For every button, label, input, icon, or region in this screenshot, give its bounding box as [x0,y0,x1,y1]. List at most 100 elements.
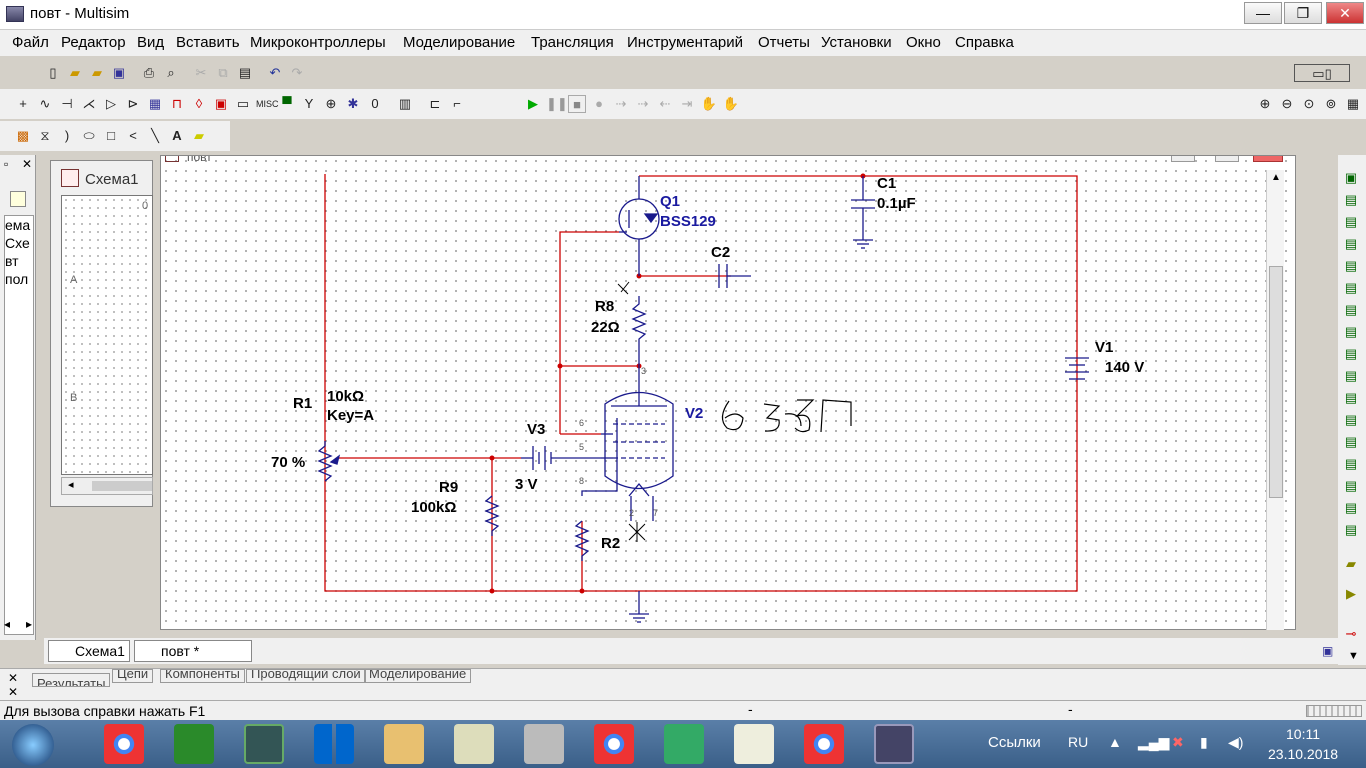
clock-date[interactable]: 23.10.2018 [1268,746,1339,762]
minimize-button[interactable]: — [1244,2,1282,24]
menu-edit[interactable]: Редактор [61,34,126,51]
basic-component-icon[interactable]: ∿ [39,96,51,111]
close-button[interactable]: ✕ [1326,2,1364,24]
tab-nets[interactable]: Цепи [112,669,154,683]
bode-plotter-icon[interactable]: ▤ [1344,280,1358,295]
zoom-in-icon[interactable]: ⊕ [1259,96,1271,111]
wattmeter-icon[interactable]: ▤ [1344,214,1358,229]
tab-results[interactable]: Результаты [32,673,111,687]
source-component-icon[interactable]: + [19,96,27,111]
wire-icon[interactable]: ⌐ [453,96,461,111]
clock-time[interactable]: 10:11 [1286,726,1320,742]
measurement-probe-icon[interactable]: ▰ [1346,556,1356,571]
volume-icon[interactable]: ◀) [1228,734,1244,750]
network-warning-icon[interactable]: ✖ [1172,734,1184,750]
undo-icon[interactable]: ↶ [269,65,281,80]
copy-icon[interactable]: ⧉ [218,65,228,80]
tab-copper-layers[interactable]: Проводящий слой [246,669,366,683]
cmos-component-icon[interactable]: ▦ [148,96,162,111]
tab-povt[interactable]: повт * [134,640,252,662]
function-generator-icon[interactable]: ▤ [1344,192,1358,207]
menu-transfer[interactable]: Трансляция [531,34,614,51]
transistor-component-icon[interactable]: ⋌ [82,96,96,111]
run-simulation-icon[interactable]: ▶ [528,96,538,111]
indicator-component-icon[interactable]: ▣ [214,96,228,111]
zoom-fit-icon[interactable]: ⊚ [1325,96,1337,111]
schematic-canvas[interactable]: повт [160,155,1296,630]
schematic1-title[interactable]: Схема1 [85,171,139,188]
toggle-breakpoint-icon[interactable]: ✋ [700,96,718,111]
stop-simulation-icon[interactable]: ■ [568,95,586,113]
amd-icon[interactable] [174,724,214,764]
menu-insert[interactable]: Вставить [176,34,240,51]
paste-icon[interactable]: ▤ [238,65,252,80]
maximize-button[interactable]: ❐ [1284,2,1322,24]
horizontal-scrollbar-thumb[interactable] [92,481,152,491]
ttl-component-icon[interactable]: ⊳ [127,96,139,111]
line-icon[interactable]: ╲ [151,128,159,143]
polygon-icon[interactable]: ⧖ [40,128,50,143]
picture-icon[interactable]: ▩ [16,128,30,143]
menu-simulate[interactable]: Моделирование [403,34,516,51]
open-samples-icon[interactable]: ▰ [92,65,102,80]
oscilloscope-icon[interactable]: ▤ [1344,236,1358,251]
hierarchical-block-icon[interactable]: ▥ [398,96,412,111]
distortion-analyzer-icon[interactable]: ▤ [1344,412,1358,427]
mcu-component-icon[interactable]: ⊓ [171,96,183,111]
sheet-minimize-button[interactable] [1171,156,1195,162]
menu-window[interactable]: Окно [906,34,941,51]
zoom-area-icon[interactable]: ⊙ [1303,96,1315,111]
arc-icon[interactable]: ) [64,128,70,143]
network-icon[interactable]: ▂▄▆ [1138,734,1170,750]
text-icon[interactable]: A [172,128,182,143]
spreadsheet-pin-icon[interactable]: ✕ [8,685,19,699]
scroll-right-icon[interactable]: ▸ [26,617,33,631]
comment-icon[interactable]: ▰ [194,128,204,143]
full-screen-icon[interactable]: ▦ [1346,96,1360,111]
network-analyzer-icon[interactable]: ▤ [1344,456,1358,471]
rf-component-icon[interactable]: Y [304,96,314,111]
cpu-monitor-icon[interactable] [244,724,284,764]
open-folder-icon[interactable]: ▰ [70,65,80,80]
remove-breakpoints-icon[interactable]: ✋ [722,96,740,111]
view-toggle-icon[interactable]: ▭▯ [1294,64,1350,82]
menu-view[interactable]: Вид [137,34,165,51]
chrome-icon[interactable] [104,724,144,764]
diode-component-icon[interactable]: ⊣ [61,96,73,111]
advanced-peripherals-icon[interactable]: ▀ [282,96,292,111]
iv-analyzer-icon[interactable]: ▤ [1344,390,1358,405]
power-component-icon[interactable]: ▭ [236,96,250,111]
start-button[interactable] [12,724,54,766]
run-to-cursor-icon[interactable]: ⇥ [681,96,693,111]
agilent-multimeter-icon[interactable]: ▤ [1344,500,1358,515]
scroll-left-icon[interactable]: ◂ [4,617,11,631]
current-probe-icon[interactable]: ⊸ [1345,626,1357,641]
spectrum-analyzer-icon[interactable]: ▤ [1344,434,1358,449]
scroll-down-icon[interactable]: ▼ [1348,650,1359,662]
sheet-maximize-button[interactable] [1215,156,1239,162]
tab-simulation[interactable]: Моделирование [364,669,472,683]
mixed-component-icon[interactable]: ◊ [195,96,203,111]
bus-icon[interactable]: ⊏ [429,96,441,111]
show-hidden-icons[interactable]: ▲ [1108,734,1122,750]
word-generator-icon[interactable]: ▤ [1344,324,1358,339]
logic-analyzer-icon[interactable]: ▤ [1344,346,1358,361]
language-indicator[interactable]: RU [1068,734,1089,750]
hex-editor-icon[interactable] [664,724,704,764]
connector-component-icon[interactable]: 0 [371,96,379,111]
panel-close-icon[interactable]: ✕ [22,157,33,171]
tab-schematic1[interactable]: Схема1 [48,640,130,662]
redo-icon[interactable]: ↷ [291,65,303,80]
analog-component-icon[interactable]: ▷ [106,96,116,111]
hierarchy-icon[interactable] [10,191,26,207]
paint-icon[interactable] [454,724,494,764]
frequency-counter-icon[interactable]: ▤ [1344,302,1358,317]
cut-icon[interactable]: ✂ [195,65,207,80]
agilent-generator-icon[interactable]: ▤ [1344,478,1358,493]
scroll-up-icon[interactable]: ▲ [1271,172,1281,183]
new-file-icon[interactable]: ▯ [49,65,57,80]
pause-simulation-icon[interactable]: ❚❚ [546,96,568,111]
menu-help[interactable]: Справка [955,34,1014,51]
pause-at-next-icon[interactable]: ● [595,96,603,111]
sheet-close-button[interactable] [1253,156,1283,162]
